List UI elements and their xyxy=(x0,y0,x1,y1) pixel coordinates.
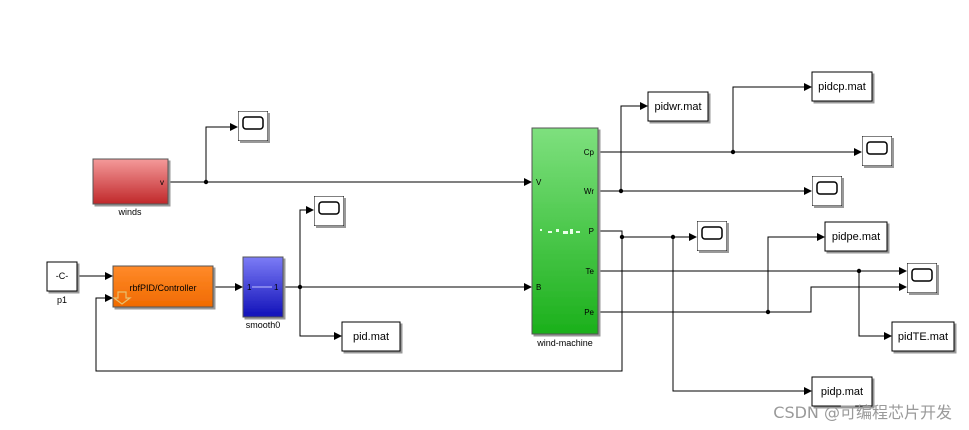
constant-block[interactable]: -C- p1 xyxy=(46,261,78,305)
winds-label: winds xyxy=(117,207,142,217)
tofile-pidcp[interactable]: pidcp.mat xyxy=(811,71,873,102)
machine-port-v: V xyxy=(536,178,542,187)
tofile-pidte[interactable]: pidTE.mat xyxy=(891,321,955,352)
smooth-port-in: 1 xyxy=(247,283,252,292)
controller-block[interactable]: rbfPID/Controller xyxy=(112,265,214,308)
smooth-label: smooth0 xyxy=(246,320,281,330)
machine-port-te: Te xyxy=(586,267,595,276)
signal-lines xyxy=(77,86,902,392)
scope-te-pe[interactable] xyxy=(907,263,937,293)
machine-port-pe: Pe xyxy=(584,308,594,317)
wire-wr-file[interactable] xyxy=(620,105,643,191)
wire-winds-scope[interactable] xyxy=(205,126,233,182)
wire-smooth-scope[interactable] xyxy=(299,209,309,287)
tofile-pid-label: pid.mat xyxy=(353,331,389,343)
winds-block[interactable]: v winds xyxy=(92,158,169,217)
wire-p-feedback[interactable] xyxy=(95,230,623,372)
smooth-block[interactable]: 1 1 smooth0 xyxy=(242,256,284,330)
watermark: CSDN @可编程芯片开发 xyxy=(773,403,952,422)
wire-p-file[interactable] xyxy=(672,237,807,392)
wire-pe-file[interactable] xyxy=(767,236,820,312)
winds-port-v: v xyxy=(160,178,164,187)
tofile-pidpe-label: pidpe.mat xyxy=(832,231,880,243)
smooth-port-out: 1 xyxy=(274,283,279,292)
scope-p[interactable] xyxy=(697,221,727,251)
scope-winds[interactable] xyxy=(238,111,268,141)
wire-pe[interactable] xyxy=(598,286,902,313)
tofile-pidp-label: pidp.mat xyxy=(821,386,863,398)
tofile-pidwr-label: pidwr.mat xyxy=(654,101,701,113)
tofile-pidp[interactable]: pidp.mat xyxy=(811,376,873,407)
tofile-pidpe[interactable]: pidpe.mat xyxy=(824,221,888,252)
machine-label: wind-machine xyxy=(536,338,593,348)
tofile-pidwr[interactable]: pidwr.mat xyxy=(647,91,709,122)
tofile-pidcp-label: pidcp.mat xyxy=(818,81,866,93)
scope-cp[interactable] xyxy=(862,136,892,166)
machine-port-b: B xyxy=(536,283,541,292)
arrowheads xyxy=(105,83,907,395)
constant-value: -C- xyxy=(56,271,69,281)
tofile-pid[interactable]: pid.mat xyxy=(341,321,401,352)
constant-label: p1 xyxy=(57,295,67,305)
wire-te-file[interactable] xyxy=(858,271,887,337)
machine-port-wr: Wr xyxy=(584,187,594,196)
controller-label: rbfPID/Controller xyxy=(129,283,196,293)
wind-machine-block[interactable]: V B Cp Wr P Te Pe wind-machine xyxy=(531,127,599,348)
machine-port-p: P xyxy=(589,227,594,236)
down-arrow-icon xyxy=(112,291,132,305)
tofile-pidte-label: pidTE.mat xyxy=(898,331,948,343)
scope-wr[interactable] xyxy=(812,176,842,206)
scope-smooth[interactable] xyxy=(314,196,344,226)
junctions xyxy=(203,149,862,315)
machine-port-cp: Cp xyxy=(584,148,595,157)
wire-smooth-pidmat[interactable] xyxy=(299,287,337,337)
wire-cp-file[interactable] xyxy=(732,86,807,152)
machine-glyph xyxy=(540,229,580,234)
